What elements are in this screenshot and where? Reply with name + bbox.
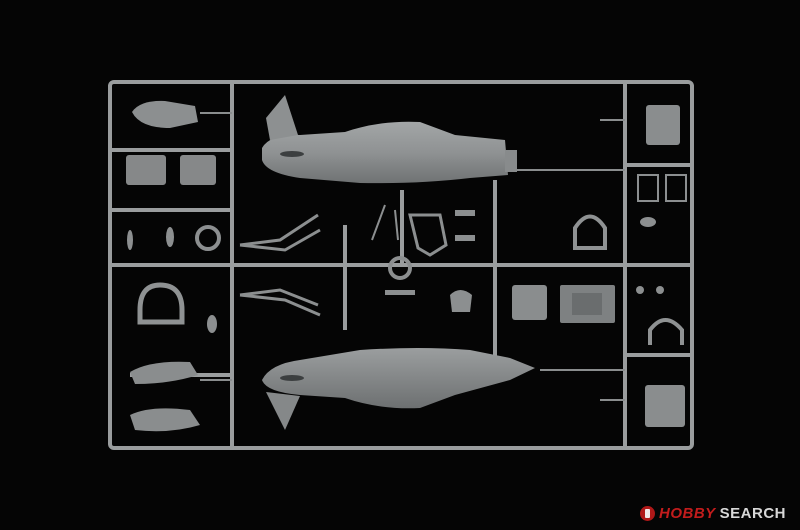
- hobbysearch-watermark: HOBBY SEARCH: [639, 505, 786, 522]
- fuselage-half-lower: [262, 348, 535, 430]
- watermark-brand-search: SEARCH: [719, 505, 786, 522]
- watermark-brand-hobby: HOBBY: [658, 505, 716, 522]
- cowl-panel-parts: [126, 155, 216, 185]
- small-round-parts: [127, 225, 221, 251]
- sprue-gates: [200, 112, 625, 401]
- exhaust-parts: [130, 315, 217, 432]
- right-column-parts: [636, 105, 687, 427]
- hobbysearch-logo-icon: [639, 506, 655, 521]
- cockpit-parts: [512, 214, 615, 323]
- central-small-parts: [371, 204, 475, 312]
- fuselage-half-upper: [262, 95, 517, 184]
- canopy-frame-part: [137, 282, 185, 325]
- engine-cowl-part: [132, 100, 198, 128]
- landing-gear-struts: [239, 213, 321, 317]
